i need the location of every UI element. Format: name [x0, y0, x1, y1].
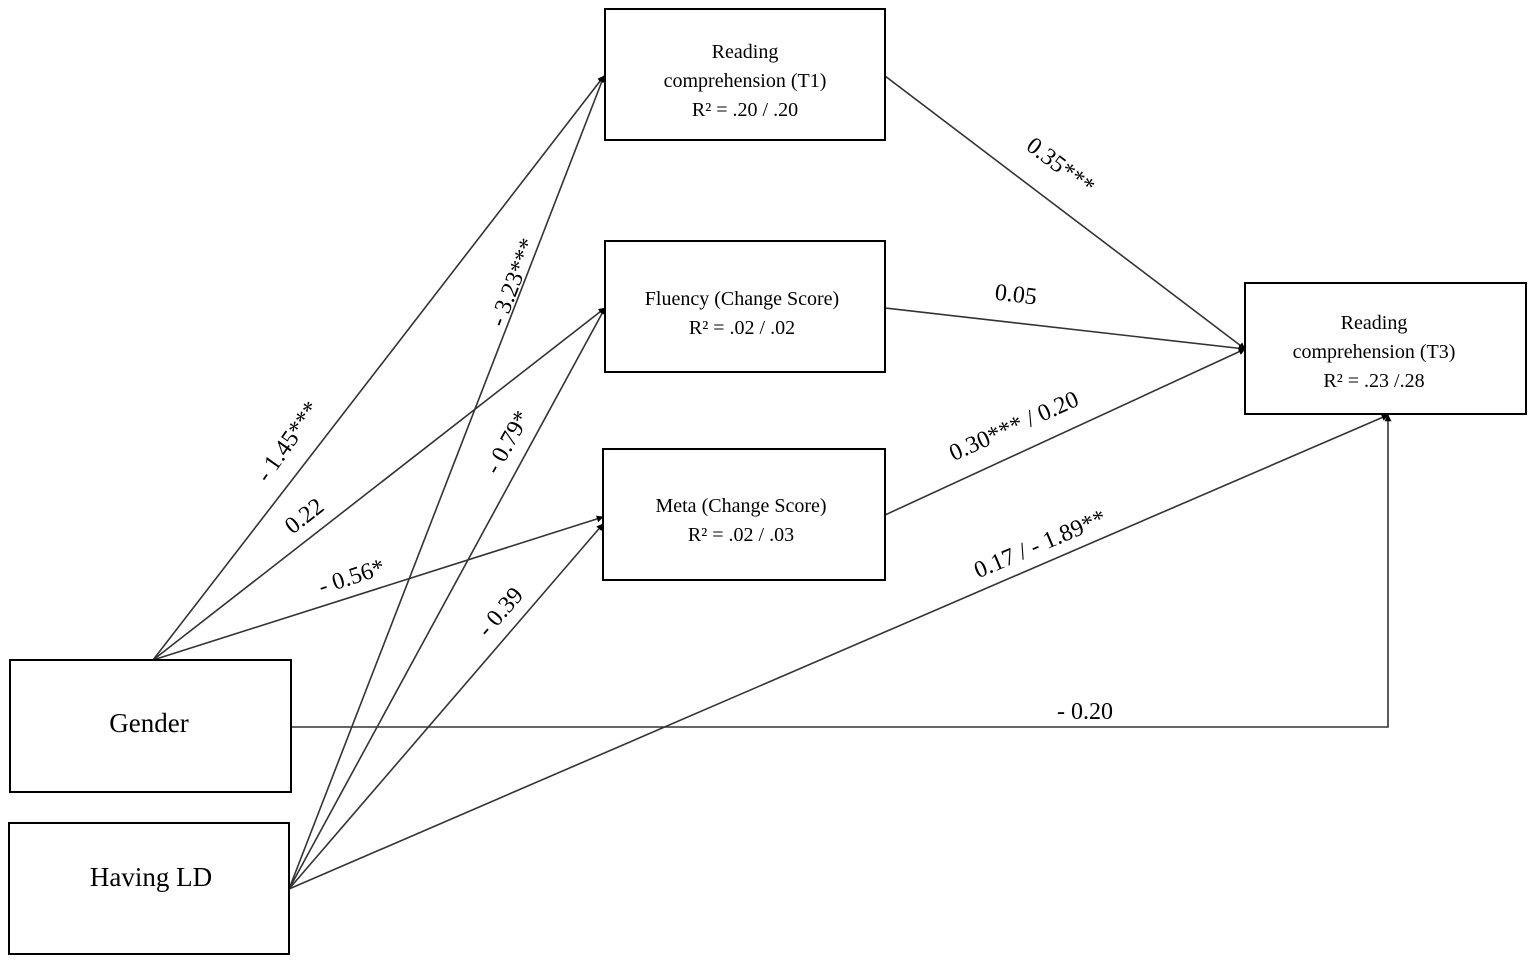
node-label-line: R² = .23 /.28	[1323, 370, 1424, 392]
node-label-line: Meta (Change Score)	[655, 495, 826, 517]
edge-gender-meta	[152, 515, 604, 661]
edge-ld-meta	[288, 523, 604, 890]
node-label-line: R² = .02 / .03	[688, 524, 794, 546]
node-label-line: Reading	[712, 41, 779, 63]
node-reading-comprehension-t3: Reading comprehension (T3) R² = .23 /.28	[1244, 282, 1527, 415]
node-label-line: Gender	[109, 708, 188, 738]
edge-ld-rc-t1	[288, 75, 605, 890]
node-meta-change-score: Meta (Change Score) R² = .02 / .03	[602, 448, 886, 581]
coef-ld-fluency: - 0.79*	[480, 407, 536, 479]
node-label-line: Fluency (Change Score)	[645, 288, 839, 310]
edge-gender-fluency	[152, 307, 606, 661]
edges	[152, 75, 1392, 890]
node-having-ld: Having LD	[8, 822, 290, 955]
coef-gender-meta: - 0.56*	[315, 554, 388, 600]
node-reading-comprehension-t1: Reading comprehension (T1) R² = .20 / .2…	[604, 8, 886, 141]
edge-ld-rc-t3	[288, 414, 1389, 890]
node-fluency-change-score: Fluency (Change Score) R² = .02 / .02	[604, 240, 886, 373]
node-label-line: comprehension (T3)	[1293, 341, 1456, 363]
edge-rc-t1-rc-t3	[884, 75, 1246, 350]
coef-gender-rc-t3: - 0.20	[1057, 699, 1113, 725]
edge-gender-rc-t3	[291, 414, 1392, 728]
coef-rc-t1-rc-t3: 0.35***	[1021, 133, 1099, 201]
node-label-line: Having LD	[90, 862, 212, 892]
node-label-line: Reading	[1341, 312, 1408, 334]
coef-ld-meta: - 0.39	[473, 583, 529, 642]
coef-gender-rc-t1: - 1.45***	[251, 397, 325, 487]
edge-gender-rc-t1	[152, 75, 605, 661]
node-gender: Gender	[9, 659, 292, 793]
edge-ld-fluency	[288, 307, 606, 890]
node-label-line: R² = .20 / .20	[692, 99, 798, 121]
coef-ld-rc-t1: - 3.23***	[485, 235, 542, 330]
node-label-line: R² = .02 / .02	[689, 317, 795, 339]
edge-labels: - 1.45*** - 3.23*** 0.22 - 0.79* - 0.56*…	[251, 133, 1113, 725]
nodes: Reading comprehension (T1) R² = .20 / .2…	[8, 8, 1527, 955]
coef-fluency-rc-t3: 0.05	[993, 280, 1038, 311]
node-label-line: comprehension (T1)	[664, 70, 827, 92]
coef-gender-fluency: 0.22	[280, 493, 329, 539]
edge-meta-rc-t3	[884, 348, 1246, 516]
edge-fluency-rc-t3	[884, 307, 1246, 352]
